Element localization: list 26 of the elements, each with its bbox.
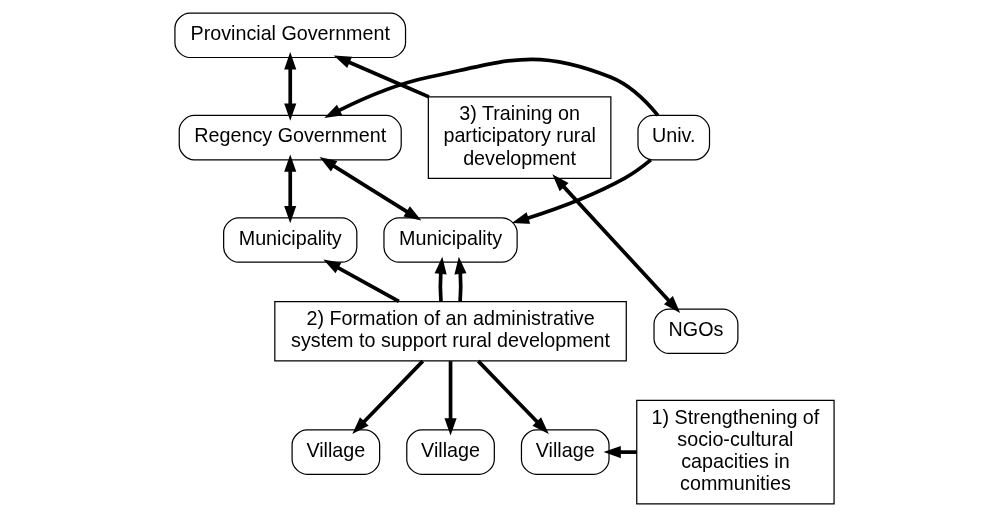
arrow	[511, 158, 652, 224]
node-box: Municipality	[382, 217, 518, 263]
node-box: Regency Government	[178, 114, 402, 161]
arrow	[283, 154, 296, 224]
arrow	[323, 57, 659, 118]
arrow	[551, 174, 680, 313]
arrow	[476, 359, 549, 434]
arrow	[453, 256, 466, 302]
node-box: Municipality	[222, 217, 357, 263]
arrow	[603, 446, 637, 459]
node-box: Village	[405, 429, 495, 475]
arrow	[318, 157, 421, 221]
node-box: Univ.	[636, 114, 710, 161]
arrow	[283, 52, 296, 121]
node-box: 3) Training on participatory rural development	[427, 96, 611, 179]
node-box: 2) Formation of an administrative system to support rural development	[273, 301, 627, 362]
node-box: Village	[290, 429, 380, 475]
arrow	[444, 361, 457, 436]
node-box: 1) Strengthening of socio-cultural capacities in communities	[635, 399, 835, 505]
node-box: NGOs	[652, 308, 738, 355]
arrow	[434, 256, 447, 302]
node-box: Provincial Government	[173, 12, 406, 59]
arrow	[333, 55, 430, 99]
arrow	[322, 259, 400, 303]
arrow	[351, 359, 424, 434]
node-box: Village	[520, 429, 610, 475]
